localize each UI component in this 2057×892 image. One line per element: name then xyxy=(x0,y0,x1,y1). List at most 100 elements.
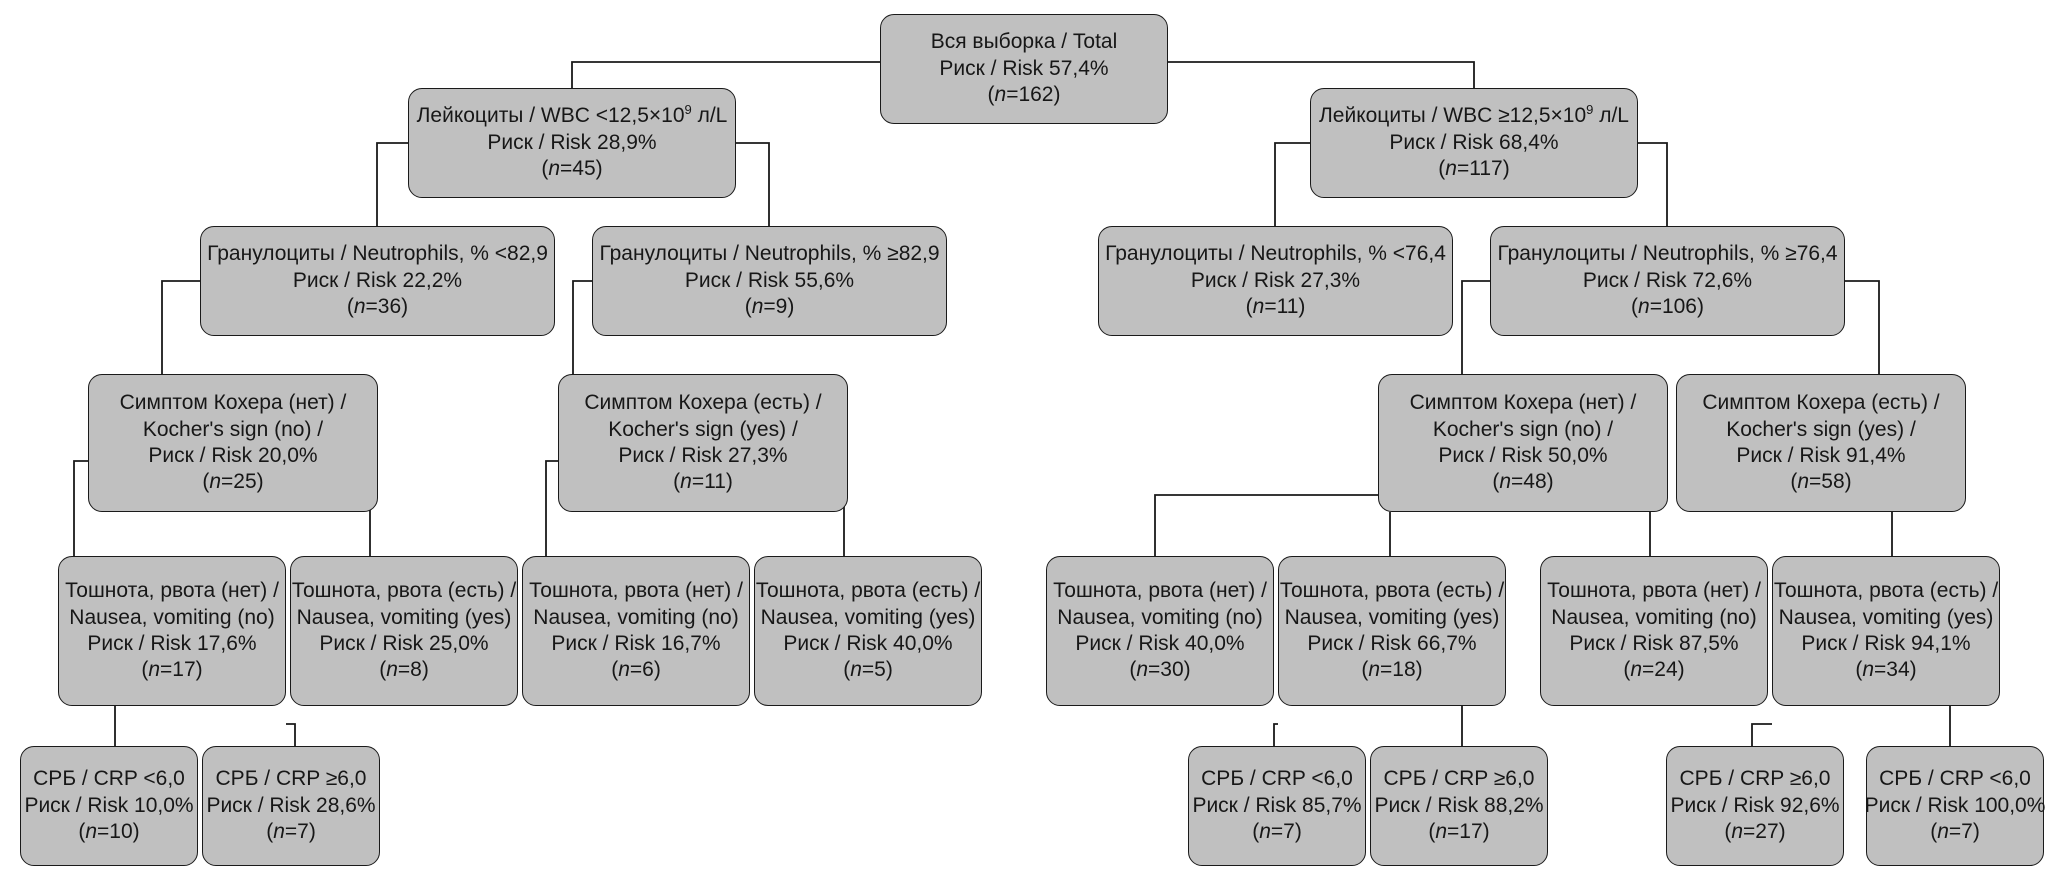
node-title-secondary: Nausea, vomiting (no) xyxy=(1057,605,1263,629)
node-risk: Риск / Risk 16,7% xyxy=(551,632,721,655)
node-title: Тошнота, рвота (нет) / xyxy=(1053,579,1267,603)
node-title-secondary: Kocher's sign (yes) / xyxy=(1726,417,1916,441)
node-title-secondary: Nausea, vomiting (yes) xyxy=(1284,605,1500,629)
tree-edge-koch-r-no-to-nv-5 xyxy=(1154,494,1378,556)
tree-node-nv-1[interactable]: Тошнота, рвота (нет) /Nausea, vomiting (… xyxy=(58,556,286,706)
node-title: Лейкоциты / WBC <12,5×109 л/L xyxy=(416,102,728,128)
node-title: Симптом Кохера (есть) / xyxy=(584,391,822,415)
node-count: (n=58) xyxy=(1790,470,1852,494)
node-title: Симптом Кохера (нет) / xyxy=(119,391,347,415)
node-title: Тошнота, рвота (нет) / xyxy=(1547,579,1761,603)
node-title: Тошнота, рвота (нет) / xyxy=(529,579,743,603)
tree-node-nv-6[interactable]: Тошнота, рвота (есть) /Nausea, vomiting … xyxy=(1278,556,1506,706)
node-title: СРБ / CRP <6,0 xyxy=(1201,767,1353,791)
node-count: (n=17) xyxy=(141,658,203,682)
node-title-secondary: Nausea, vomiting (yes) xyxy=(1778,605,1994,629)
node-title-secondary: Nausea, vomiting (no) xyxy=(1551,605,1757,629)
tree-edge-nv-8-to-crp-5 xyxy=(1751,723,1772,746)
tree-edge-root-to-wbc-low xyxy=(571,61,880,88)
node-risk: Риск / Risk 28,6% xyxy=(206,793,376,817)
node-risk: Риск / Risk 10,0% xyxy=(24,793,194,817)
node-count: (n=36) xyxy=(346,295,409,319)
node-title: Тошнота, рвота (есть) / xyxy=(755,579,981,603)
tree-node-nv-5[interactable]: Тошнота, рвота (нет) /Nausea, vomiting (… xyxy=(1046,556,1274,706)
node-risk: Риск / Risk 27,3% xyxy=(1190,268,1361,292)
node-count: (n=48) xyxy=(1492,470,1554,494)
node-count: (n=17) xyxy=(1428,820,1490,844)
tree-node-koch-l-yes[interactable]: Симптом Кохера (есть) /Kocher's sign (ye… xyxy=(558,374,848,512)
tree-node-nv-8[interactable]: Тошнота, рвота (есть) /Nausea, vomiting … xyxy=(1772,556,2000,706)
tree-edge-wbc-low-to-neut-l-high xyxy=(736,142,770,226)
node-count: (n=30) xyxy=(1129,658,1191,682)
tree-edge-neut-l-low-to-koch-l-no xyxy=(161,280,200,374)
node-count: (n=162) xyxy=(987,83,1061,107)
node-count: (n=7) xyxy=(1252,820,1302,844)
node-title-secondary: Kocher's sign (yes) / xyxy=(608,417,798,441)
node-count: (n=6) xyxy=(611,658,661,682)
tree-edge-nv-1-to-crp-2 xyxy=(286,723,296,746)
tree-node-koch-r-yes[interactable]: Симптом Кохера (есть) /Kocher's sign (ye… xyxy=(1676,374,1966,512)
node-title-secondary: Nausea, vomiting (yes) xyxy=(760,605,976,629)
node-count: (n=7) xyxy=(1930,820,1980,844)
tree-node-nv-3[interactable]: Тошнота, рвота (нет) /Nausea, vomiting (… xyxy=(522,556,750,706)
node-risk: Риск / Risk 100,0% xyxy=(1864,793,2046,817)
node-title: Гранулоциты / Neutrophils, % ≥76,4 xyxy=(1497,242,1838,266)
tree-node-nv-4[interactable]: Тошнота, рвота (есть) /Nausea, vomiting … xyxy=(754,556,982,706)
tree-edge-wbc-high-to-neut-r-high xyxy=(1638,142,1668,226)
node-risk: Риск / Risk 57,4% xyxy=(939,56,1109,80)
node-count: (n=27) xyxy=(1724,820,1786,844)
node-count: (n=45) xyxy=(541,157,603,181)
node-count: (n=117) xyxy=(1438,157,1510,181)
node-risk: Риск / Risk 92,6% xyxy=(1670,793,1840,817)
node-risk: Риск / Risk 72,6% xyxy=(1582,268,1753,292)
node-count: (n=106) xyxy=(1631,295,1704,319)
node-title: Симптом Кохера (нет) / xyxy=(1409,391,1637,415)
node-title: Симптом Кохера (есть) / xyxy=(1702,391,1940,415)
tree-edge-wbc-low-to-neut-l-low xyxy=(376,142,408,226)
tree-node-koch-l-no[interactable]: Симптом Кохера (нет) /Kocher's sign (no)… xyxy=(88,374,378,512)
node-risk: Риск / Risk 28,9% xyxy=(487,130,657,154)
node-risk: Риск / Risk 68,4% xyxy=(1389,130,1559,154)
tree-node-nv-7[interactable]: Тошнота, рвота (нет) /Nausea, vomiting (… xyxy=(1540,556,1768,706)
node-risk: Риск / Risk 87,5% xyxy=(1569,632,1739,655)
tree-edge-koch-l-no-to-nv-1 xyxy=(73,460,88,556)
node-count: (n=18) xyxy=(1361,658,1423,682)
node-count: (n=25) xyxy=(202,470,264,494)
tree-node-koch-r-no[interactable]: Симптом Кохера (нет) /Kocher's sign (no)… xyxy=(1378,374,1668,512)
node-count: (n=9) xyxy=(744,295,795,319)
tree-edge-wbc-high-to-neut-r-low xyxy=(1274,142,1310,226)
node-risk: Риск / Risk 27,3% xyxy=(618,444,788,467)
tree-edge-nv-6-to-crp-3 xyxy=(1273,723,1278,746)
node-title-secondary: Nausea, vomiting (yes) xyxy=(296,605,512,629)
node-count: (n=8) xyxy=(379,658,429,682)
node-risk: Риск / Risk 91,4% xyxy=(1736,444,1906,467)
tree-node-nv-2[interactable]: Тошнота, рвота (есть) /Nausea, vomiting … xyxy=(290,556,518,706)
node-title: Гранулоциты / Neutrophils, % ≥82,9 xyxy=(599,242,940,266)
node-title: Вся выборка / Total xyxy=(930,30,1118,54)
tree-edge-root-to-wbc-high xyxy=(1168,61,1475,88)
node-count: (n=24) xyxy=(1623,658,1685,682)
node-title: Гранулоциты / Neutrophils, % <76,4 xyxy=(1105,242,1446,266)
node-count: (n=34) xyxy=(1855,658,1917,682)
node-title: Тошнота, рвота (есть) / xyxy=(291,579,517,603)
tree-edge-neut-r-high-to-koch-r-yes xyxy=(1845,280,1880,374)
node-risk: Риск / Risk 85,7% xyxy=(1192,793,1362,817)
node-risk: Риск / Risk 66,7% xyxy=(1307,632,1477,655)
node-title: Гранулоциты / Neutrophils, % <82,9 xyxy=(207,242,548,266)
node-risk: Риск / Risk 94,1% xyxy=(1801,632,1971,655)
node-title: Тошнота, рвота (есть) / xyxy=(1773,579,1999,603)
node-title: СРБ / CRP <6,0 xyxy=(33,767,185,791)
